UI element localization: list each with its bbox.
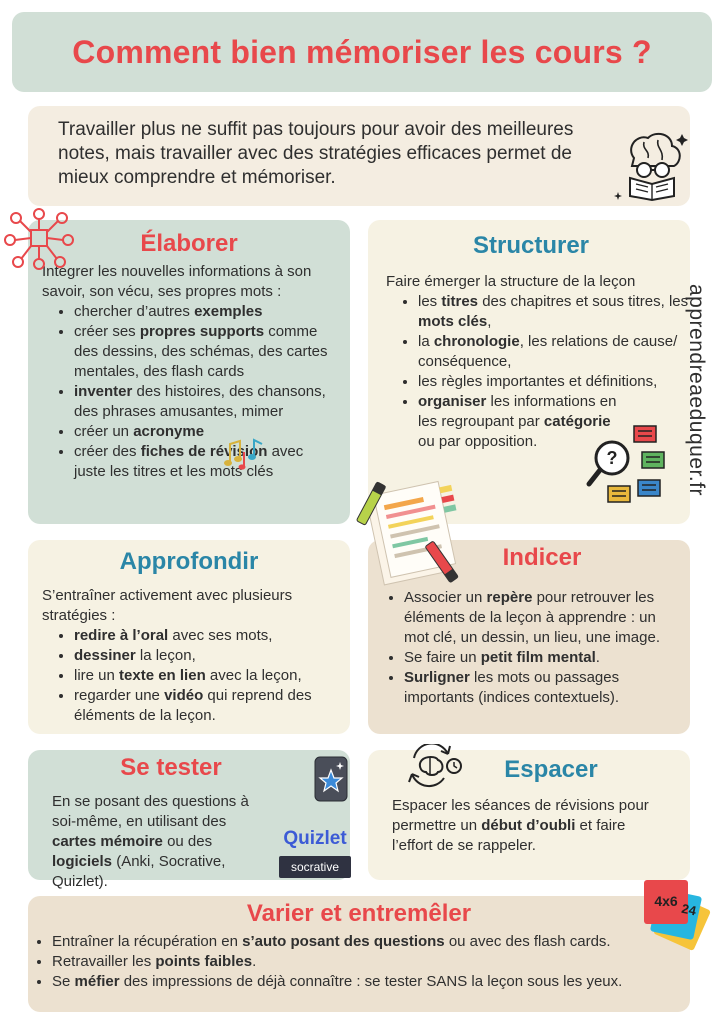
approfondir-title: Approfondir [119, 548, 259, 575]
elaborer-title: Élaborer [140, 230, 238, 257]
star-app-icon [314, 756, 348, 802]
structurer-card: Structurer Faire émerger la structure de… [368, 220, 690, 524]
list-item: lire un texte en lien avec la leçon, [74, 666, 336, 686]
mindmap-icon [4, 208, 74, 270]
list-item: chercher d’autres exemples [74, 302, 336, 322]
list-item: Entraîner la récupération en s’auto posa… [52, 932, 680, 952]
intro-box: Travailler plus ne suffit pas toujours p… [28, 106, 690, 206]
list-item: organiser les informations en les regrou… [418, 392, 690, 452]
list-item: redire à l’oral avec ses mots, [74, 626, 336, 646]
highlighted-papers-icon [356, 480, 459, 586]
flash-card-label: 4x6 [654, 893, 678, 909]
varier-card: Varier et entremêler Entraîner la récupé… [28, 896, 690, 1012]
side-website-label: apprendreaeduquer.fr [685, 284, 708, 496]
elaborer-lead: Intégrer les nouvelles informations à so… [42, 263, 312, 300]
list-item: dessiner la leçon, [74, 646, 336, 666]
brain-reading-icon [614, 132, 688, 202]
list-item: créer un acronyme [74, 422, 336, 442]
svg-text:?: ? [607, 448, 618, 468]
structurer-lead: Faire émerger la structure de la leçon [386, 273, 636, 290]
elaborer-card: Élaborer Intégrer les nouvelles informat… [28, 220, 350, 524]
indicer-list: Associer un repère pour retrouver les él… [378, 588, 676, 708]
brain-cycle-icon [408, 744, 462, 788]
intro-text: Travailler plus ne suffit pas toujours p… [58, 119, 574, 188]
indicer-title: Indicer [502, 544, 582, 571]
se-tester-text: En se posant des questions à soi-même, e… [52, 793, 249, 890]
list-item: inventer des histoires, des chansons, de… [74, 382, 336, 422]
espacer-text: Espacer les séances de révisions pour pe… [392, 797, 649, 854]
structurer-list: les titres des chapitres et sous titres,… [386, 292, 690, 452]
quizlet-logo: Quizlet [283, 828, 347, 849]
list-item: la chronologie, les relations de cause/ … [418, 332, 690, 372]
elaborer-list: chercher d’autres exemples créer ses pro… [42, 302, 336, 482]
list-item: Se méfier des impressions de déjà connaî… [52, 972, 680, 992]
espacer-title: Espacer [504, 756, 598, 783]
list-item: Retravailler les points faibles. [52, 952, 680, 972]
list-item: Associer un repère pour retrouver les él… [404, 588, 676, 648]
structurer-title: Structurer [472, 232, 590, 259]
varier-title: Varier et entremêler [246, 900, 472, 927]
list-item: Surligner les mots ou passages important… [404, 668, 676, 708]
magnifier-categories-icon: ? [586, 425, 665, 503]
espacer-card: Espacer Espacer les séances de révisions… [368, 750, 690, 880]
list-item: regarder une vidéo qui reprend des éléme… [74, 686, 336, 726]
list-item: créer des fiches de révision avec juste … [74, 442, 336, 482]
list-item: les règles importantes et définitions, [418, 372, 690, 392]
socrative-logo: socrative [279, 856, 351, 878]
list-item: les titres des chapitres et sous titres,… [418, 292, 690, 332]
list-item: Se faire un petit film mental. [404, 648, 676, 668]
list-item: créer ses propres supports comme des des… [74, 322, 336, 382]
varier-list: Entraîner la récupération en s’auto posa… [38, 932, 680, 992]
music-notes-icon [224, 438, 263, 470]
flash-card-label: 24 [680, 901, 698, 919]
se-tester-title: Se tester [120, 754, 222, 781]
page-title: Comment bien mémoriser les cours ? [72, 33, 652, 70]
approfondir-card: Approfondir S’entraîner activement avec … [28, 540, 350, 734]
approfondir-list: redire à l’oral avec ses mots, dessiner … [42, 626, 336, 726]
flash-cards-icon: 4x6 24 [644, 880, 711, 951]
approfondir-lead: S’entraîner activement avec plusieurs st… [42, 587, 293, 624]
title-banner: Comment bien mémoriser les cours ? [12, 12, 712, 92]
